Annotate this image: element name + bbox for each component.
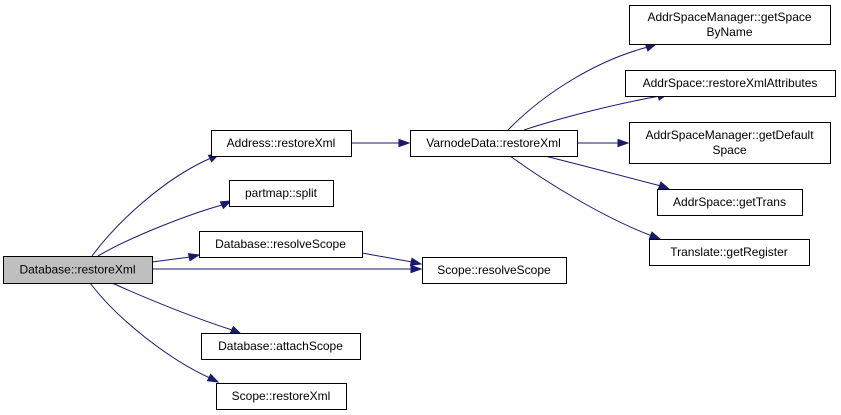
edge-database_restorexml-to-scope_resolvescope — [152, 264, 423, 274]
arrowhead-icon — [410, 264, 423, 274]
arrowhead-icon — [187, 253, 201, 262]
arrowhead-icon — [206, 373, 220, 383]
node-box — [216, 383, 347, 410]
node-label: AddrSpace::restoreXmlAttributes — [643, 76, 818, 90]
node-addrspace-gettrans[interactable]: AddrSpace::getTrans — [657, 189, 803, 216]
arrowhead-icon — [644, 43, 658, 52]
node-label: AddrSpaceManager::getDefault — [645, 128, 814, 142]
edge-varnodedata_restorexml-to-addrspacemanager_getdefaultspace — [577, 138, 630, 148]
edge-line — [509, 155, 653, 237]
node-box — [229, 180, 334, 207]
edge-line — [91, 157, 212, 257]
node-label: Space — [712, 143, 746, 157]
arrowhead-icon — [229, 325, 243, 335]
node-label: Database::resolveScope — [215, 237, 346, 251]
edge-line — [111, 282, 233, 331]
arrowhead-icon — [617, 138, 630, 148]
node-box — [201, 333, 361, 360]
node-varnodedata-restorexml[interactable]: VarnodeData::restoreXml — [410, 130, 578, 157]
arrowhead-icon — [648, 231, 662, 240]
node-box — [629, 5, 831, 45]
edge-varnodedata_restorexml-to-addrspacemanager_getspacebyname — [507, 43, 658, 131]
node-scope-restorexml[interactable]: Scope::restoreXml — [216, 383, 347, 410]
node-box — [3, 256, 153, 284]
node-label: Scope::restoreXml — [232, 389, 331, 403]
edge-line — [151, 256, 191, 263]
node-box — [625, 70, 836, 97]
node-box — [649, 239, 810, 266]
node-label: Address::restoreXml — [227, 136, 336, 150]
node-box — [629, 122, 831, 164]
node-database-resolvescope[interactable]: Database::resolveScope — [199, 231, 363, 258]
edge-database_resolvescope-to-scope_resolvescope — [361, 252, 423, 266]
node-box — [199, 231, 363, 258]
edge-address_restorexml-to-varnodedata_restorexml — [351, 138, 411, 148]
edge-line — [361, 252, 413, 263]
arrowhead-icon — [409, 257, 423, 266]
arrowhead-icon — [219, 200, 233, 210]
edge-database_restorexml-to-scope_restorexml — [89, 282, 220, 383]
node-label: partmap::split — [245, 186, 318, 200]
node-box — [422, 257, 567, 284]
edges-layer — [89, 43, 671, 383]
node-addrspace-restorexmlattributes[interactable]: AddrSpace::restoreXmlAttributes — [625, 70, 836, 97]
node-label: AddrSpace::getTrans — [673, 195, 786, 209]
node-database-restorexml[interactable]: Database::restoreXml — [3, 256, 153, 284]
node-box — [410, 130, 578, 157]
edge-line — [544, 155, 662, 187]
node-label: VarnodeData::restoreXml — [426, 136, 561, 150]
nodes-layer: Database::restoreXml Address::restoreXmlp… — [3, 5, 836, 410]
node-label: Database::attachScope — [218, 339, 343, 353]
edge-varnodedata_restorexml-to-addrspace_gettrans — [544, 155, 671, 190]
arrowhead-icon — [398, 138, 411, 148]
edge-varnodedata_restorexml-to-translate_getregister — [509, 155, 662, 240]
node-label: Scope::resolveScope — [437, 263, 551, 277]
node-scope-resolvescope[interactable]: Scope::resolveScope — [422, 257, 567, 284]
edge-line — [89, 282, 211, 379]
node-translate-getregister[interactable]: Translate::getRegister — [649, 239, 810, 266]
edge-line — [523, 95, 661, 131]
edge-database_restorexml-to-partmap_split — [97, 200, 233, 257]
node-label: ByName — [706, 25, 752, 39]
node-partmap-split[interactable]: partmap::split — [229, 180, 334, 207]
node-label: AddrSpaceManager::getSpace — [647, 10, 811, 24]
node-address-restorexml[interactable]: Address::restoreXml — [211, 130, 352, 157]
arrowhead-icon — [657, 181, 671, 190]
node-label: Translate::getRegister — [670, 245, 788, 259]
node-database-attachscope[interactable]: Database::attachScope — [201, 333, 361, 360]
node-box — [211, 130, 352, 157]
node-box — [657, 189, 803, 216]
edge-line — [97, 204, 223, 257]
edge-database_restorexml-to-database_resolvescope — [151, 253, 201, 263]
node-label: Database::restoreXml — [19, 263, 135, 277]
edge-line — [507, 46, 649, 131]
